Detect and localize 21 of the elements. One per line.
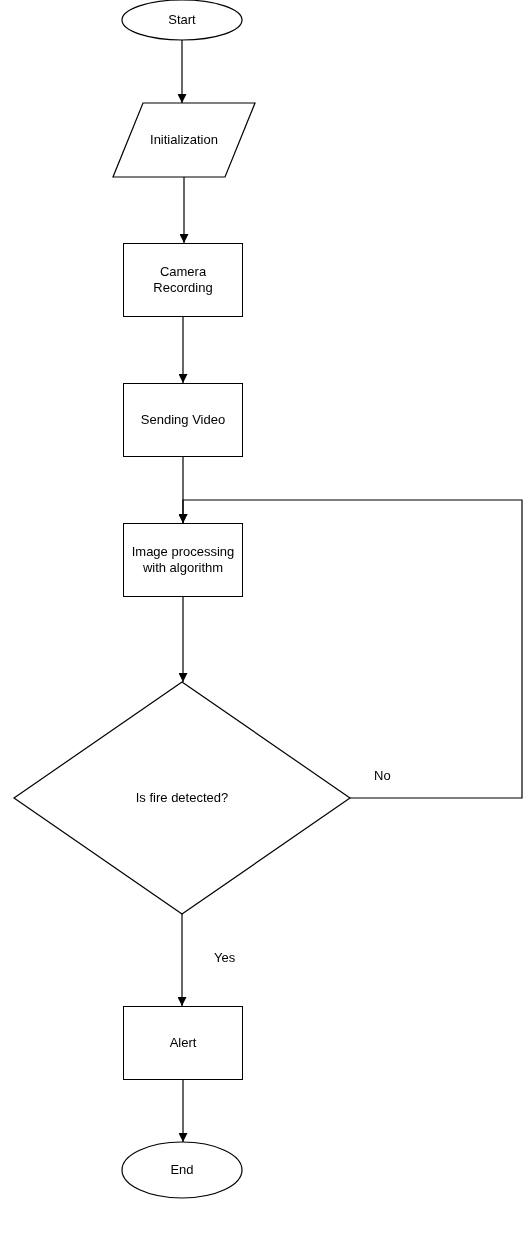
edge-label: No — [372, 768, 393, 783]
arrow — [178, 596, 188, 683]
node-label: End — [169, 1161, 195, 1179]
node-label: Camera Recording — [152, 263, 214, 297]
node-label: Is fire detected? — [134, 789, 230, 807]
arrow — [178, 499, 523, 799]
arrow — [178, 316, 188, 384]
node-label: Image processing with algorithm — [130, 543, 236, 577]
arrow — [177, 913, 187, 1007]
arrow — [179, 176, 189, 244]
node-label: Sending Video — [139, 411, 227, 429]
process-box — [123, 243, 243, 317]
edge-label: Yes — [212, 950, 238, 965]
process-box — [123, 523, 243, 597]
process-box — [123, 1006, 243, 1080]
arrow — [177, 39, 187, 104]
node-label: Alert — [168, 1034, 198, 1052]
node-label: Initialization — [149, 131, 219, 149]
arrow — [178, 1079, 188, 1143]
process-box — [123, 383, 243, 457]
node-label: Start — [167, 11, 197, 29]
